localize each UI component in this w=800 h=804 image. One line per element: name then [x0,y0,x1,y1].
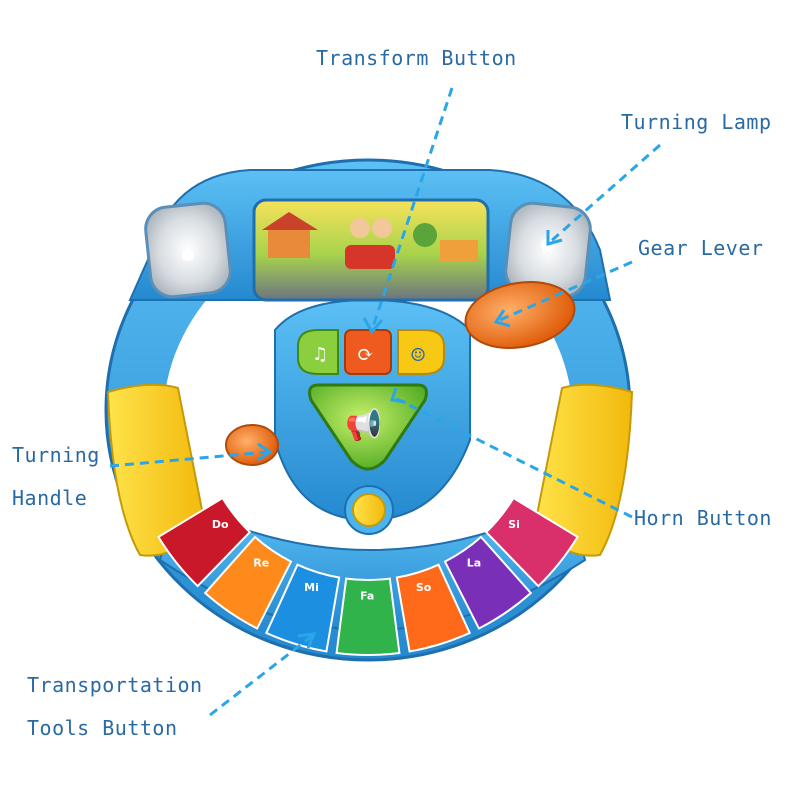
refresh-icon: ⟳ [357,342,374,366]
key-label-mi: Mi [304,581,319,594]
face-button[interactable]: ☺ [397,329,445,375]
transform-button-label: Transform Button [316,46,517,70]
horn-icon: 📢 [345,407,382,443]
key-re[interactable] [203,535,293,630]
arrowhead-gear [493,309,511,328]
arrow-transform [370,87,454,331]
arrowhead-handle [257,442,273,462]
transport-label-line2: Tools Button [27,716,178,740]
turning-handle-label-line1: Turning [12,443,100,467]
callout-arrows [109,87,661,717]
key-si[interactable] [484,496,579,588]
turning-handle[interactable] [225,424,279,466]
center-knob[interactable] [344,485,394,535]
left-grip [106,383,207,557]
key-label-la: La [467,557,481,570]
music-button[interactable]: ♫ [297,329,339,375]
arrow-handle [109,450,269,468]
key-so[interactable] [395,563,471,653]
key-fa[interactable] [335,577,401,656]
arrowhead-horn [390,387,407,404]
arrow-gear [499,260,633,322]
smiley-face-icon: ☺ [410,345,426,366]
key-mi[interactable] [265,563,341,653]
horn-button-label: Horn Button [634,506,772,530]
key-label-fa: Fa [360,590,374,603]
turning-lamp-label: Turning Lamp [621,110,772,134]
turning-lamp-left[interactable] [144,201,233,299]
key-do[interactable] [157,496,252,588]
gear-lever-label: Gear Lever [638,236,764,260]
transform-button[interactable]: ⟳ [344,329,392,375]
arrow-lamp [549,143,661,244]
key-label-so: So [416,581,432,594]
arrow-heads [257,230,563,649]
turning-handle-label-line2: Handle [12,486,88,510]
horn-button[interactable]: 📢 [308,383,428,471]
music-note-icon: ♫ [312,344,328,365]
arrowhead-transform [362,317,384,335]
right-grip [533,383,634,557]
transport-label-line1: Transportation [27,673,203,697]
arrowhead-lamp [546,230,563,246]
key-la[interactable] [443,535,533,630]
key-label-do: Do [212,518,229,531]
picture-screen [252,198,490,302]
arrow-transport [209,634,313,717]
key-label-si: Si [508,518,520,531]
arrowhead-transport [297,632,317,649]
key-label-re: Re [253,557,269,570]
